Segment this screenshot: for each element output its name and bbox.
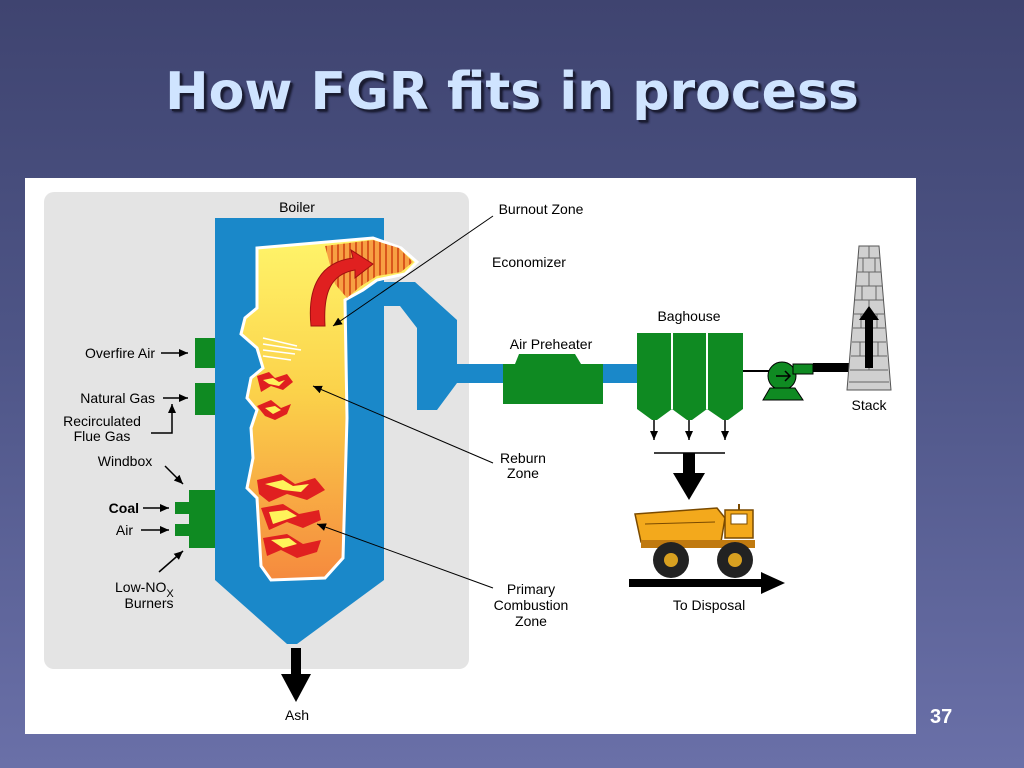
ash-arrow-head: [281, 674, 311, 702]
air-nozzle: [175, 524, 189, 536]
to-disposal-arrow-head: [761, 572, 785, 594]
disposal-down-arrow-shaft: [683, 453, 695, 473]
baghouse-unit: [637, 333, 743, 420]
baghouse-hopper-drops: [650, 420, 729, 454]
label-windbox: Windbox: [98, 453, 152, 469]
slide-title: How FGR fits in process: [165, 62, 859, 122]
induced-draft-fan: [743, 361, 814, 401]
label-reburn: Reburn: [500, 450, 546, 466]
diagram-panel: Boiler Burnout Zone Economizer Baghouse …: [25, 178, 916, 734]
windbox: [189, 490, 215, 548]
label-primary-zone: Zone: [515, 613, 547, 629]
flame-flow-arrow: [309, 248, 374, 327]
label-flue-gas: Flue Gas: [74, 428, 131, 444]
input-arrows: [141, 349, 188, 573]
overfire-air-streaks: [262, 337, 302, 361]
flue-gas-duct: [383, 282, 503, 410]
label-baghouse: Baghouse: [657, 308, 720, 324]
label-ash: Ash: [285, 707, 309, 723]
ash-arrow-shaft: [291, 648, 301, 674]
reburn-flames: [257, 372, 293, 420]
natural-gas-port: [195, 383, 215, 415]
fgr-process-diagram: Boiler Burnout Zone Economizer Baghouse …: [44, 192, 892, 723]
label-air: Air: [116, 522, 133, 538]
callout-lines: [312, 215, 494, 589]
label-stack: Stack: [851, 397, 887, 413]
burnout-zone-area: [325, 240, 413, 298]
to-disposal-arrow-shaft: [629, 579, 763, 587]
stack: [846, 245, 892, 391]
label-low-nox-subscript: X: [166, 588, 174, 600]
label-low-nox: Low-NOX: [115, 579, 174, 600]
label-natural-gas: Natural Gas: [80, 390, 155, 406]
label-burners: Burners: [124, 595, 173, 611]
label-combustion: Combustion: [494, 597, 569, 613]
label-economizer: Economizer: [492, 254, 566, 270]
label-to-disposal: To Disposal: [673, 597, 745, 613]
label-overfire-air: Overfire Air: [85, 345, 155, 361]
air-preheater-unit: [503, 354, 603, 404]
label-recirculated: Recirculated: [63, 413, 141, 429]
overfire-air-port: [195, 338, 215, 368]
primary-flames: [257, 474, 325, 558]
label-air-preheater: Air Preheater: [510, 336, 593, 352]
label-boiler: Boiler: [279, 199, 315, 215]
label-reburn-zone: Zone: [507, 465, 539, 481]
label-burnout-zone: Burnout Zone: [499, 201, 584, 217]
label-primary: Primary: [507, 581, 555, 597]
dump-truck-icon: [634, 504, 755, 578]
coal-nozzle: [175, 502, 189, 514]
slide-number: 37: [930, 706, 953, 728]
label-coal: Coal: [109, 500, 139, 516]
disposal-down-arrow-head: [673, 473, 705, 500]
duct-to-stack: [813, 363, 865, 372]
